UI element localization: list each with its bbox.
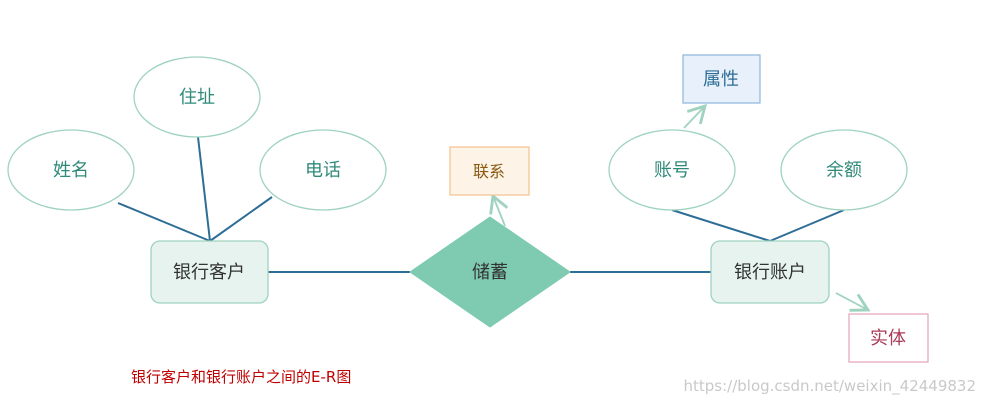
line-balance-account xyxy=(769,209,845,242)
relationship-savings-label: 储蓄 xyxy=(472,262,508,283)
arrow-to-attribute-legend xyxy=(683,103,708,129)
line-address-customer xyxy=(197,136,211,242)
attribute-address: 住址 xyxy=(133,56,261,138)
arrow-to-entity-legend xyxy=(835,292,871,312)
legend-attribute: 属性 xyxy=(682,54,761,104)
entity-customer-label: 银行客户 xyxy=(173,262,245,283)
entity-customer: 银行客户 xyxy=(150,240,269,304)
line-name-customer xyxy=(117,202,211,242)
line-phone-customer xyxy=(209,196,273,242)
attribute-account-no-label: 账号 xyxy=(654,160,690,181)
attribute-address-label: 住址 xyxy=(179,87,215,108)
attribute-name: 姓名 xyxy=(7,129,135,211)
arrow-to-relationship-legend xyxy=(489,193,509,227)
legend-relationship: 联系 xyxy=(449,146,530,196)
attribute-account-no: 账号 xyxy=(608,129,736,211)
entity-account: 银行账户 xyxy=(710,240,830,304)
line-accountno-account xyxy=(671,209,771,242)
legend-attribute-label: 属性 xyxy=(703,69,739,90)
relationship-savings: 储蓄 xyxy=(409,216,571,328)
attribute-balance-label: 余额 xyxy=(826,160,862,181)
legend-entity-label: 实体 xyxy=(870,328,906,349)
entity-account-label: 银行账户 xyxy=(734,262,806,283)
attribute-phone-label: 电话 xyxy=(305,160,341,181)
connector-lines xyxy=(117,136,845,273)
attribute-phone: 电话 xyxy=(259,129,387,211)
legend-entity: 实体 xyxy=(848,313,929,363)
diagram-caption: 银行客户和银行账户之间的E-R图 xyxy=(131,368,352,386)
legend-relationship-label: 联系 xyxy=(473,162,505,181)
watermark-url: https://blog.csdn.net/weixin_42449832 xyxy=(683,377,976,395)
attribute-balance: 余额 xyxy=(780,129,908,211)
attribute-name-label: 姓名 xyxy=(53,160,89,181)
legend-arrows xyxy=(489,103,871,312)
